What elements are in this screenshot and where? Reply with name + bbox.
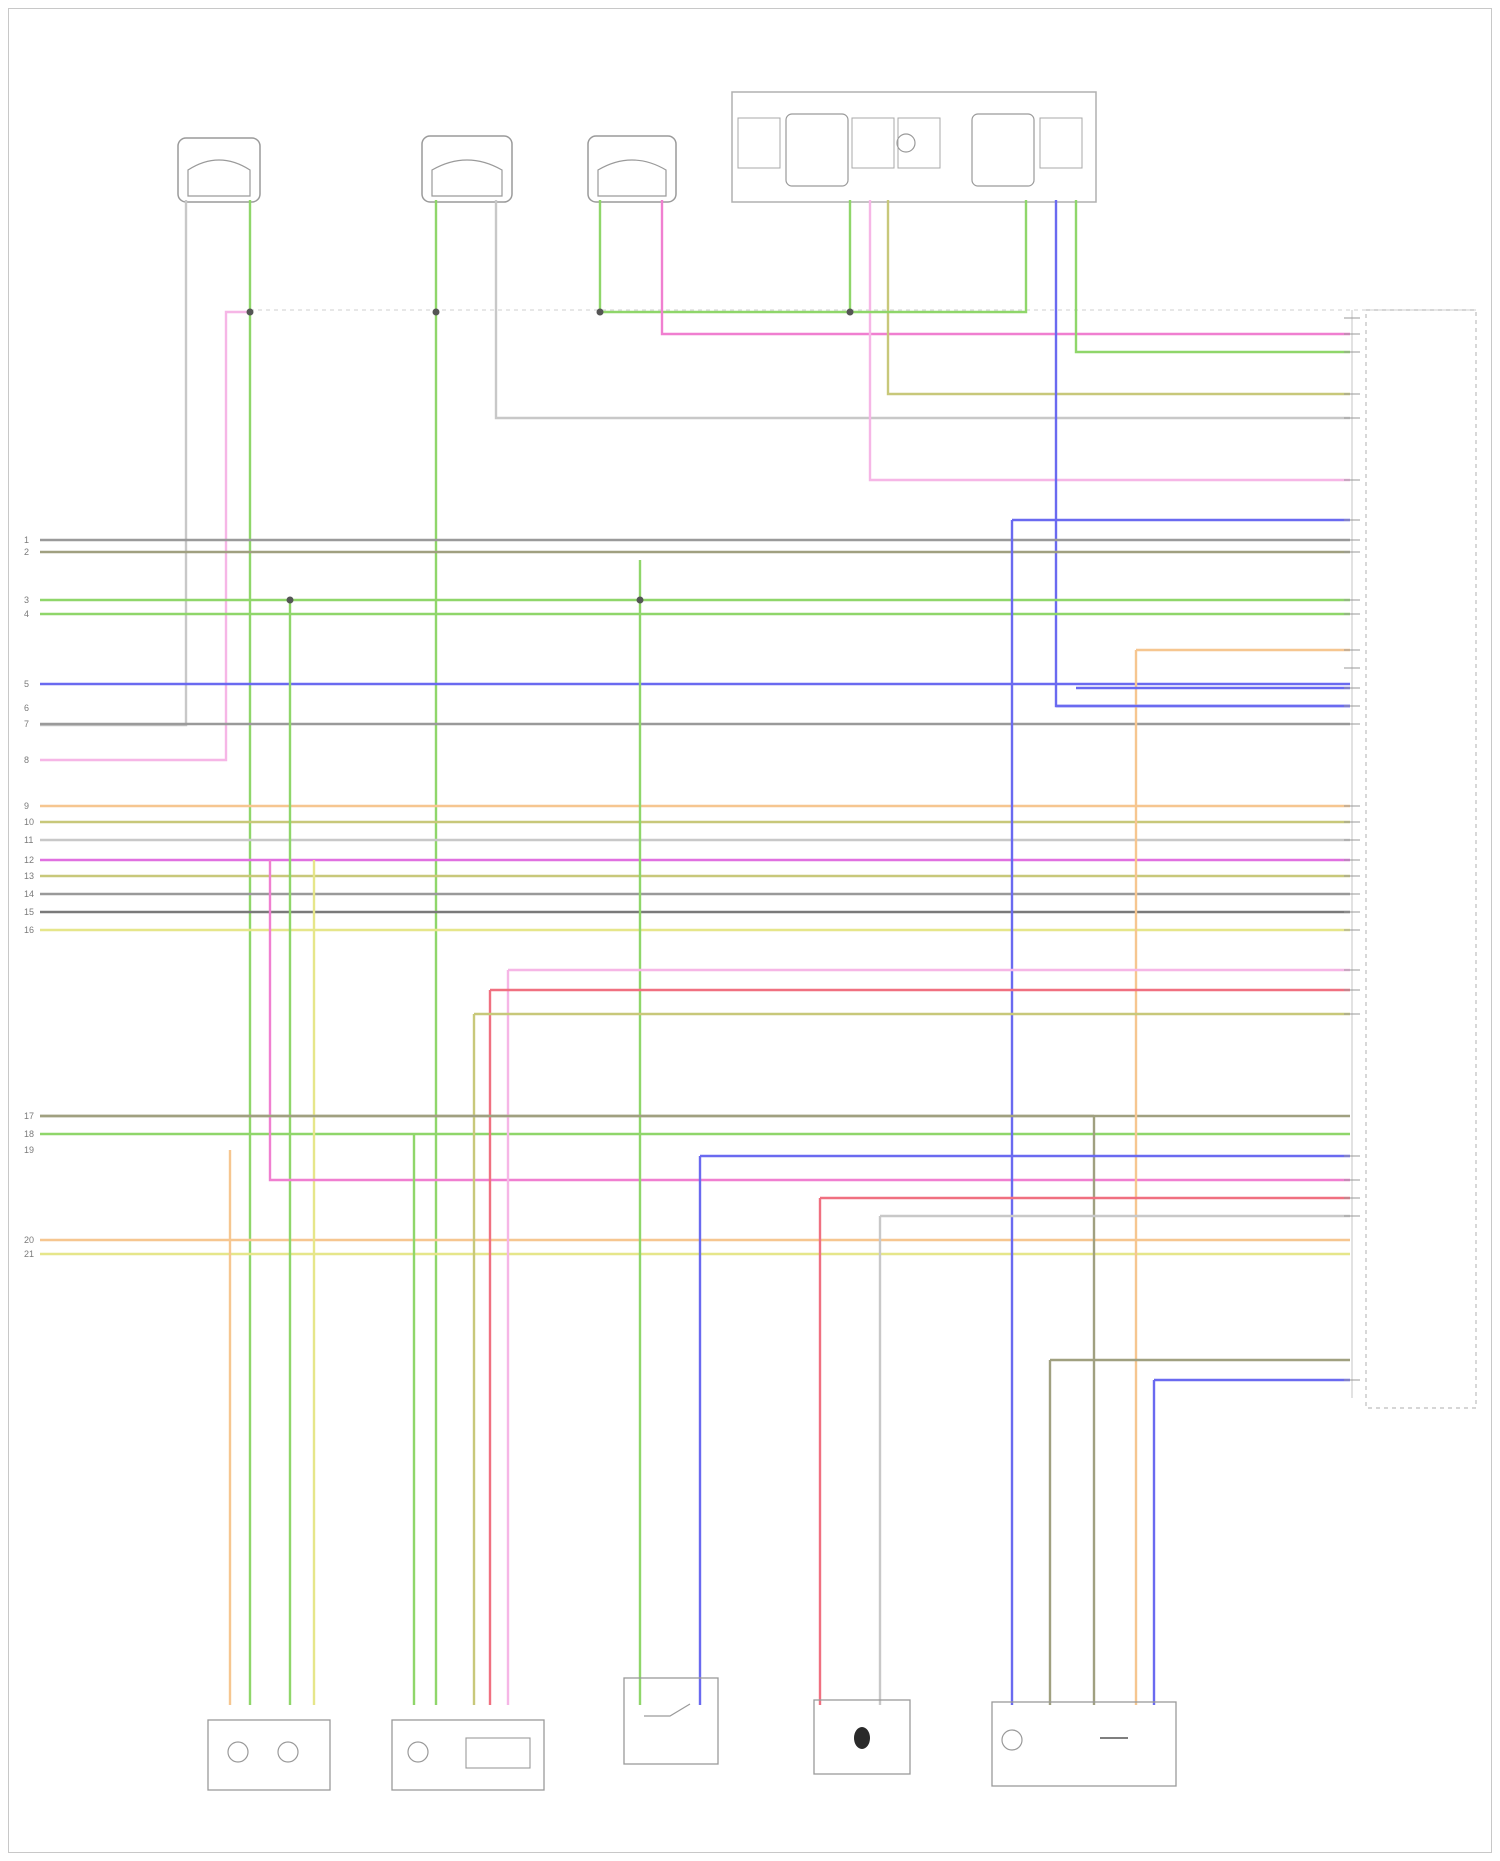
wire-comp4-f	[1076, 200, 1350, 352]
left-pin-number: 13	[24, 871, 34, 881]
left-pin-number: 2	[24, 547, 29, 557]
bottom-component-5	[992, 1702, 1176, 1786]
top-component-4	[732, 92, 1096, 202]
bottom-component-4	[814, 1700, 910, 1774]
left-pin-number: 3	[24, 595, 29, 605]
left-pin-number: 7	[24, 719, 29, 729]
left-pin-number: 12	[24, 855, 34, 865]
left-pin-number: 17	[24, 1111, 34, 1121]
left-pin-number: 5	[24, 679, 29, 689]
left-pin-number: 20	[24, 1235, 34, 1245]
left-pin-number: 21	[24, 1249, 34, 1259]
left-pin-number: 6	[24, 703, 29, 713]
bottom-component-2	[392, 1720, 544, 1790]
bottom-component-3	[624, 1678, 718, 1764]
left-pin-number: 8	[24, 755, 29, 765]
left-pin-number: 18	[24, 1129, 34, 1139]
top-component-2	[422, 136, 512, 202]
wire-comp1-splice	[40, 312, 250, 760]
left-pin-number: 15	[24, 907, 34, 917]
wire-comp4-b	[870, 200, 1350, 480]
left-pin-number: 11	[24, 835, 33, 845]
wire-v-3	[270, 860, 1350, 1180]
left-pin-number: 4	[24, 609, 29, 619]
wire-comp1-a	[40, 200, 186, 725]
left-pin-number: 1	[24, 535, 29, 545]
wire-comp2-b	[496, 200, 1350, 418]
wire-comp4-c	[888, 200, 1350, 394]
left-pin-number: 14	[24, 889, 34, 899]
left-pin-number: 10	[24, 817, 34, 827]
top-component-1	[178, 138, 260, 202]
top-component-3	[588, 136, 676, 202]
wire-harness	[40, 200, 1350, 1705]
wire-comp4-e	[1056, 200, 1350, 706]
splice-points	[247, 309, 854, 604]
left-pin-number: 19	[24, 1145, 34, 1155]
bottom-component-1	[208, 1720, 330, 1790]
wire-comp3-a	[600, 200, 850, 312]
left-pin-number: 9	[24, 801, 29, 811]
wire-comp4-d	[850, 200, 1026, 312]
left-pin-number: 16	[24, 925, 34, 935]
wire-comp3-b	[662, 200, 1350, 334]
